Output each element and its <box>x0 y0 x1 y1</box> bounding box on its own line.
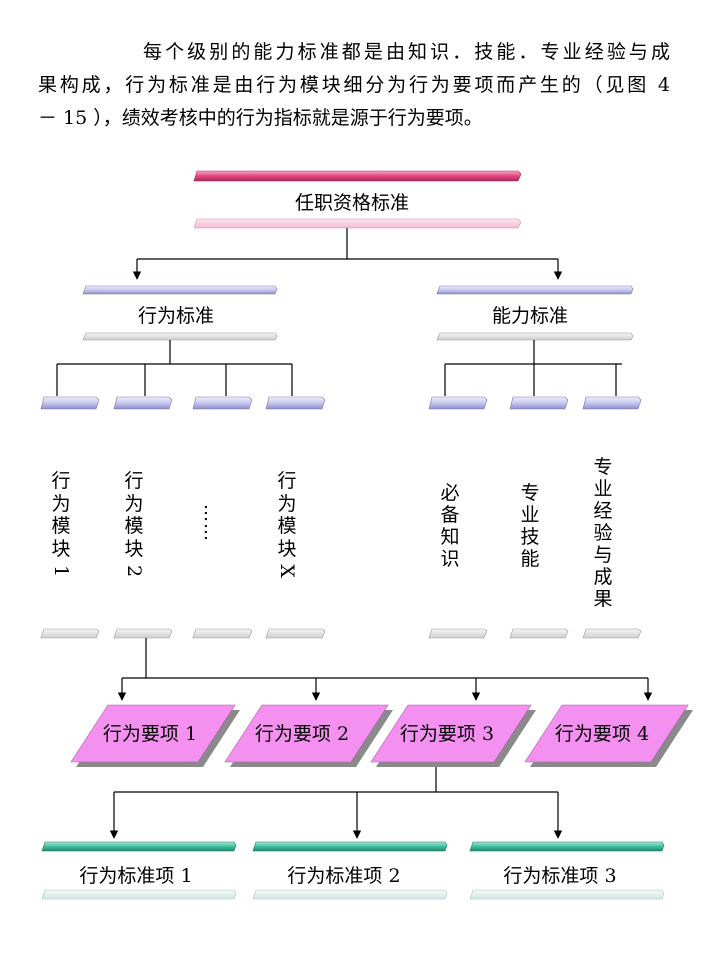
intro-line-1: 每个级别的能力标准都是由知识．技能．专业经验与成 <box>143 41 670 63</box>
module-tile-4 <box>265 396 326 410</box>
root-top-bar <box>193 170 522 182</box>
key-item-label-3: 行为要项 3 <box>399 723 495 745</box>
module-base-6 <box>509 628 569 639</box>
root-connector <box>132 228 563 280</box>
key-item-label-4: 行为要项 4 <box>554 723 650 745</box>
module-tile-7 <box>582 396 642 410</box>
module-tile-3 <box>192 396 253 410</box>
key-item-label-1: 行为要项 1 <box>102 723 198 745</box>
standard-item-label-3: 行为标准项 3 <box>503 865 617 887</box>
key-item-label-2: 行为要项 2 <box>254 723 350 745</box>
module-tile-1 <box>40 396 100 410</box>
key-item-box-3 <box>370 704 532 763</box>
branch-right-label: 能力标准 <box>491 305 569 327</box>
branch-left-label: 行为标准 <box>137 305 215 327</box>
root-box <box>193 170 522 229</box>
module-base-5 <box>428 628 488 639</box>
standard-item-bottom-1 <box>41 889 237 900</box>
standard-item-boxes <box>41 841 665 900</box>
branch-right-box <box>436 285 634 341</box>
standard-item-label-2: 行为标准项 2 <box>287 865 401 887</box>
key-item-box-4 <box>524 704 689 763</box>
intro-line-3: － 15 ），绩效考核中的行为指标就是源于行为要项。 <box>38 107 483 129</box>
right-branch-connector <box>444 340 622 396</box>
module-label-ellipsis: …… <box>200 504 221 542</box>
key-item-box-2 <box>224 704 389 763</box>
intro-line-2: 果构成，行为标准是由行为模块细分为行为要项而产生的（见图 4 <box>38 74 670 96</box>
branch-left-box <box>82 285 278 341</box>
key-item-boxes <box>70 704 693 767</box>
standard-item-bottom-3 <box>469 889 665 900</box>
standard-item-label-1: 行为标准项 1 <box>79 865 193 887</box>
module-tile-2 <box>113 396 173 410</box>
standard-item-top-1 <box>41 841 237 852</box>
module-base-3 <box>192 628 253 639</box>
standard-item-top-2 <box>252 841 448 852</box>
module-tiles-top <box>40 396 642 410</box>
root-bottom-bar <box>193 218 522 229</box>
module-to-key-items-connector <box>117 638 653 701</box>
module-tile-5 <box>428 396 488 410</box>
module-label-knowledge: 必备知识 <box>440 482 460 570</box>
standard-item-top-3 <box>469 841 665 852</box>
intro-paragraph: 每个级别的能力标准都是由知识．技能．专业经验与成 果构成，行为标准是由行为模块细… <box>38 36 670 135</box>
module-tiles-bottom <box>40 628 642 639</box>
module-label-skills: 专业技能 <box>520 482 540 570</box>
left-branch-connector <box>56 340 293 396</box>
module-base-2 <box>113 628 173 639</box>
module-label-experience: 专业经验与成果 <box>593 456 613 610</box>
module-tile-6 <box>509 396 569 410</box>
root-label: 任职资格标准 <box>294 192 410 214</box>
module-base-7 <box>582 628 642 639</box>
module-base-1 <box>40 628 100 639</box>
module-base-4 <box>265 628 326 639</box>
key-item-box-1 <box>70 704 236 763</box>
key-to-standard-connector <box>109 767 563 839</box>
standard-item-bottom-2 <box>252 889 448 900</box>
